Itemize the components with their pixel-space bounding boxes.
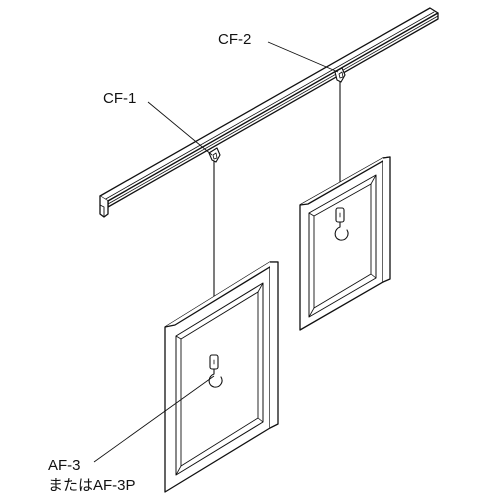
large-picture-frame <box>164 261 279 493</box>
cf1-clip <box>208 147 221 163</box>
af3-hook <box>208 354 223 388</box>
af3-label: AF-3 <box>48 457 81 474</box>
cf1-leader <box>147 101 213 156</box>
af3-leader <box>93 375 215 463</box>
cf1-label: CF-1 <box>103 90 136 107</box>
leader-lines <box>93 41 339 463</box>
af3-alt-label: またはAF-3P <box>48 477 136 494</box>
picture-rail <box>99 7 439 218</box>
cf2-leader <box>267 41 339 73</box>
cf2-label: CF-2 <box>218 31 251 48</box>
small-picture-frame <box>299 156 391 331</box>
small-frame-hook <box>334 207 349 241</box>
